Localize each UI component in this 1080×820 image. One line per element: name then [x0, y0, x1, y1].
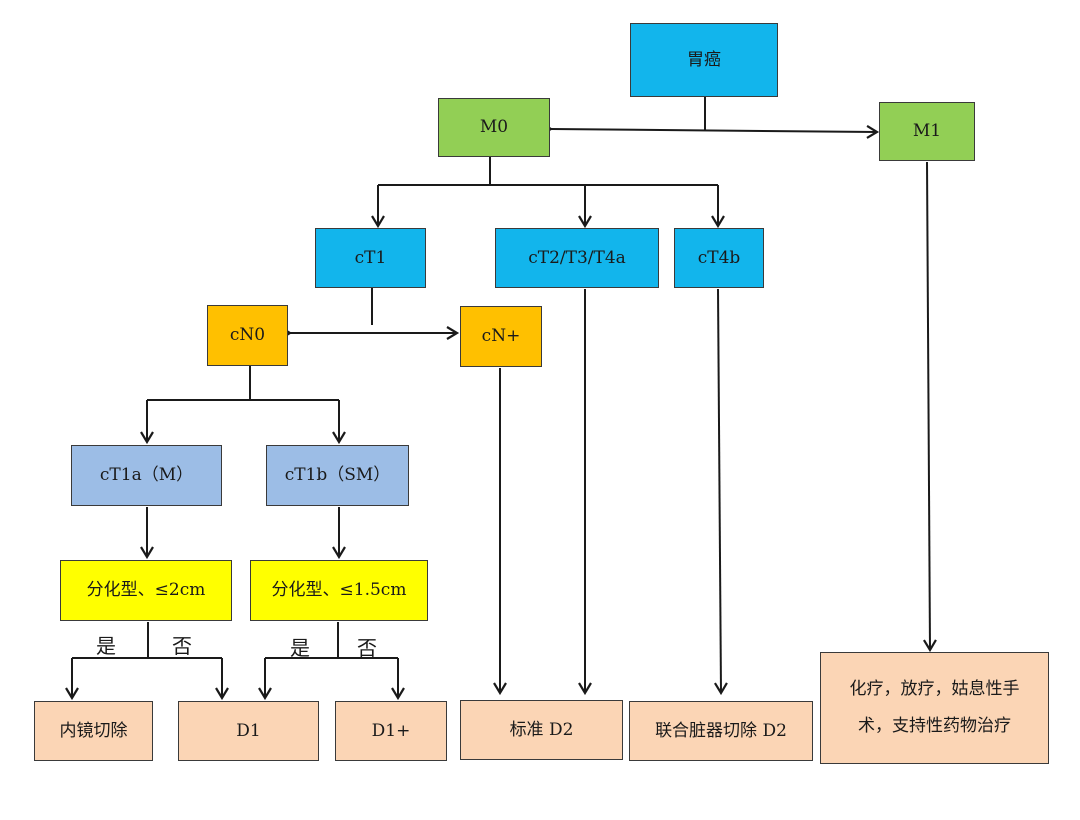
node-ct2-t3-t4a: cT2/T3/T4a	[495, 228, 659, 288]
label-yes-left: 是	[96, 634, 116, 658]
label-no-right: 否	[357, 636, 377, 660]
m1-treatment-line-2: 术，支持性药物治疗	[858, 716, 1011, 737]
node-stomach-cancer: 胃癌	[630, 23, 778, 97]
m1-treatment-line-1: 化疗，放疗，姑息性手	[849, 678, 1020, 699]
label-no-left: 否	[172, 634, 192, 658]
node-cn0: cN0	[207, 305, 288, 366]
node-d1-plus: D1+	[335, 701, 447, 761]
node-differentiated-le-2cm: 分化型、≤2cm	[60, 560, 232, 621]
edge-ct4b-to-combined-d2	[713, 288, 728, 696]
node-m1: M1	[879, 102, 975, 161]
edge-m0-m1-double-arrow	[540, 121, 880, 139]
node-ct4b: cT4b	[674, 228, 764, 288]
node-ct1a-m: cT1a（M）	[71, 445, 222, 506]
node-differentiated-le-1-5cm: 分化型、≤1.5cm	[250, 560, 428, 621]
node-m0: M0	[438, 98, 550, 157]
node-d1: D1	[178, 701, 319, 761]
node-ct1: cT1	[315, 228, 426, 288]
label-yes-right: 是	[290, 636, 310, 660]
node-combined-organ-resection-d2: 联合脏器切除 D2	[629, 701, 813, 761]
node-cn-plus: cN+	[460, 306, 542, 367]
edge-m1-to-treatment	[922, 161, 937, 653]
node-ct1b-sm: cT1b（SM）	[266, 445, 409, 506]
node-endoscopic-resection: 内镜切除	[34, 701, 153, 761]
node-standard-d2: 标准 D2	[460, 700, 623, 760]
node-m1-treatment: 化疗，放疗，姑息性手 术，支持性药物治疗	[820, 652, 1049, 764]
